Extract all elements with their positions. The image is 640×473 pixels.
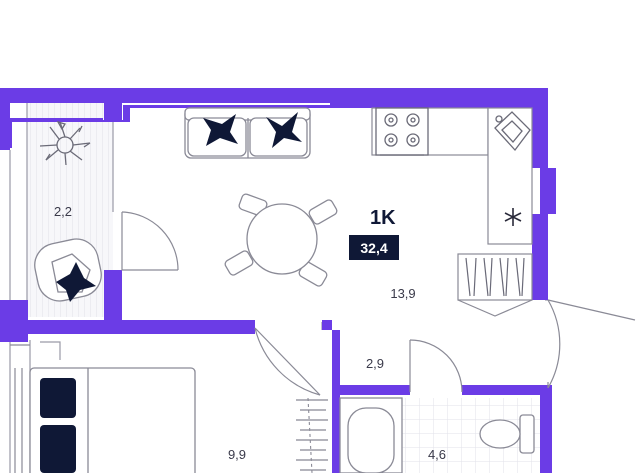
door-swings [10, 211, 636, 473]
pillow-icon [40, 378, 76, 473]
cushion-icon [203, 112, 302, 148]
sink-icon [494, 111, 531, 152]
bedroom-wardrobe-icon [296, 397, 328, 473]
area-badge: 1K 32,4 [349, 207, 399, 260]
toilet-icon [479, 414, 535, 454]
walls [0, 88, 556, 473]
living-kitchen-area: 13,9 [390, 286, 415, 301]
armchair-cushion-icon [56, 262, 96, 302]
hallway-area: 2,9 [366, 356, 384, 371]
snowflake-icon [504, 208, 522, 226]
flower-icon [39, 120, 91, 166]
balcony-area: 2,2 [54, 204, 72, 219]
total-area: 32,4 [360, 240, 387, 256]
bedroom-area: 9,9 [228, 447, 246, 462]
bathroom-area: 4,6 [428, 447, 446, 462]
badge-box [349, 235, 399, 260]
stove-icon [375, 107, 429, 156]
flat-type: 1K [370, 207, 396, 229]
wardrobe-icon [457, 253, 533, 317]
bathtub-icon [339, 397, 403, 473]
dining-table-icon [224, 193, 338, 287]
